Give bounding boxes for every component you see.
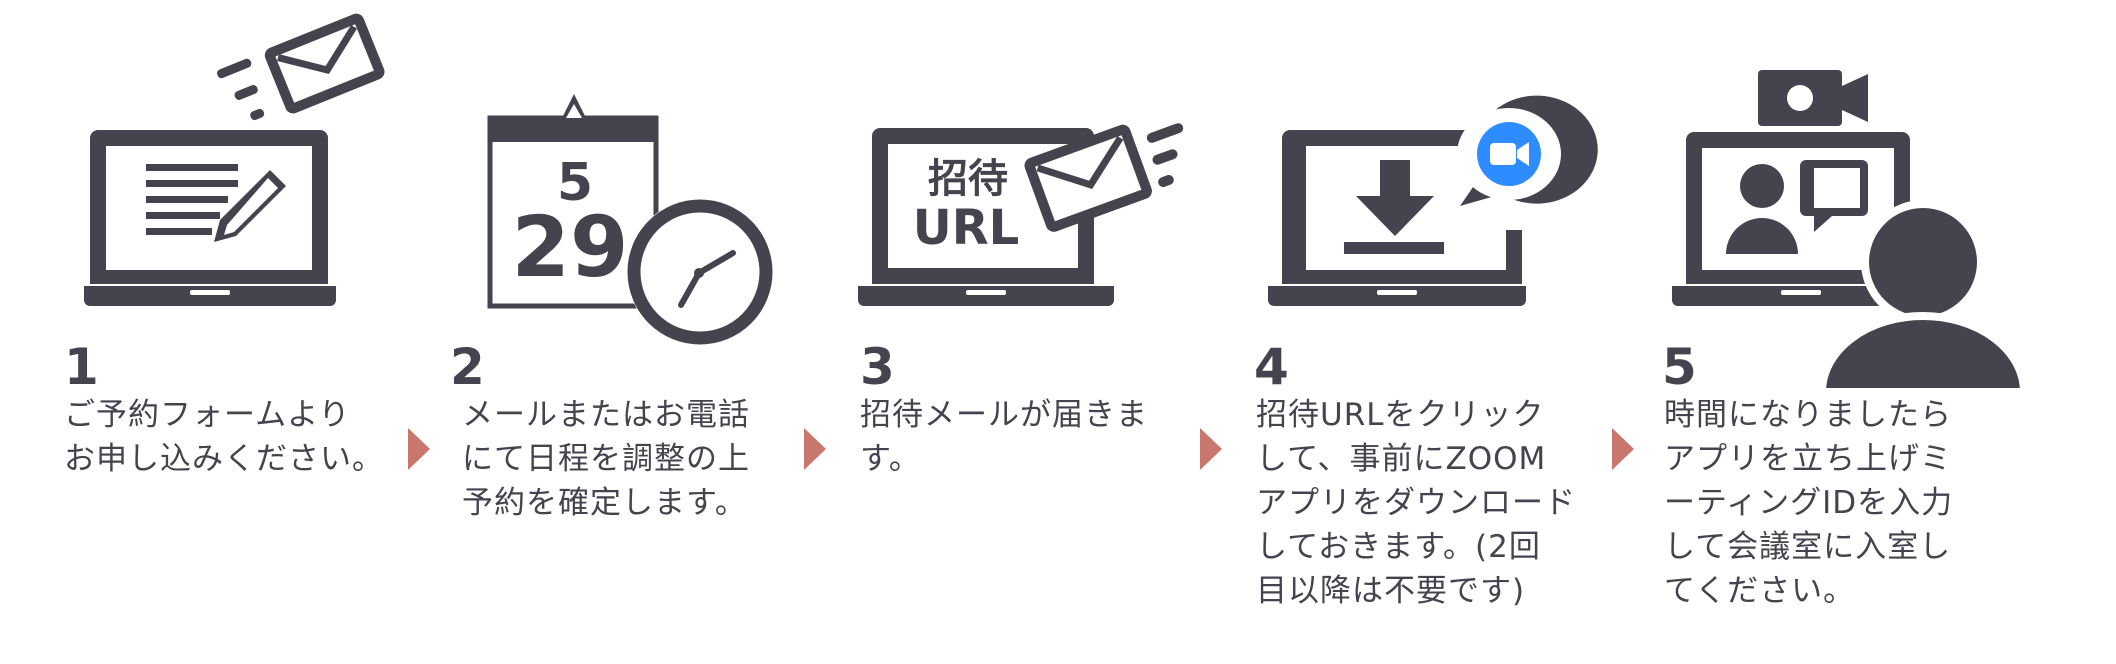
next-step-arrow-icon [1612, 428, 1634, 470]
step-5-line: して会議室に入室し [1664, 529, 1952, 565]
step-1-number: 1 [64, 338, 99, 396]
step-2-line: 予約を確定します。 [462, 485, 747, 521]
step-3-number: 3 [860, 338, 895, 396]
step-4-description: 招待URLをクリック して、事前にZOOM アプリをダウンロード しておきます。… [1256, 393, 1576, 613]
step-4-line: 招待URLをクリック [1256, 397, 1545, 433]
url-label: URL [913, 200, 1020, 256]
next-step-arrow-icon [1200, 428, 1222, 470]
step-4-line: して、事前にZOOM [1256, 441, 1547, 477]
calendar-clock-icon: 5 29 [487, 94, 773, 345]
laptop-download-zoom-icon [1268, 95, 1598, 306]
next-step-arrow-icon [408, 428, 430, 470]
step-1-line: お申し込みください。 [64, 441, 384, 477]
laptop-invite-mail-icon: 招待 URL [858, 123, 1184, 306]
step-5-line: 時間になりましたら [1664, 397, 1952, 433]
step-1-description: ご予約フォームより お申し込みください。 [64, 393, 384, 481]
step-3-line: す。 [860, 441, 921, 477]
step-5-line: アプリを立ち上げミ [1664, 441, 1952, 477]
step-2-number: 2 [450, 338, 485, 396]
video-meeting-icon [1672, 70, 2029, 396]
step-4-number: 4 [1254, 338, 1289, 396]
invite-label: 招待 [928, 156, 1008, 202]
step-2-line: にて日程を調整の上 [462, 441, 750, 477]
step-1-line: ご予約フォームより [64, 397, 351, 433]
step-5-description: 時間になりましたら アプリを立ち上げミ ーティングIDを入力 して会議室に入室し… [1664, 393, 1953, 613]
step-3-line: 招待メールが届きま [860, 397, 1148, 433]
step-5-line: ーティングIDを入力 [1664, 485, 1954, 521]
step-5-line: てください。 [1664, 573, 1856, 609]
step-2-description: メールまたはお電話 にて日程を調整の上 予約を確定します。 [462, 393, 750, 525]
step-3-description: 招待メールが届きま す。 [860, 393, 1148, 481]
calendar-month: 5 [557, 153, 593, 213]
step-4-line: 目以降は不要です) [1256, 573, 1526, 609]
step-2-line: メールまたはお電話 [462, 397, 750, 433]
laptop-edit-mail-icon [84, 13, 385, 306]
next-step-arrow-icon [804, 428, 826, 470]
step-5-number: 5 [1662, 338, 1697, 396]
step-4-line: アプリをダウンロード [1256, 485, 1576, 521]
step-4-line: しておきます。(2回 [1256, 529, 1541, 565]
calendar-day: 29 [512, 198, 629, 296]
